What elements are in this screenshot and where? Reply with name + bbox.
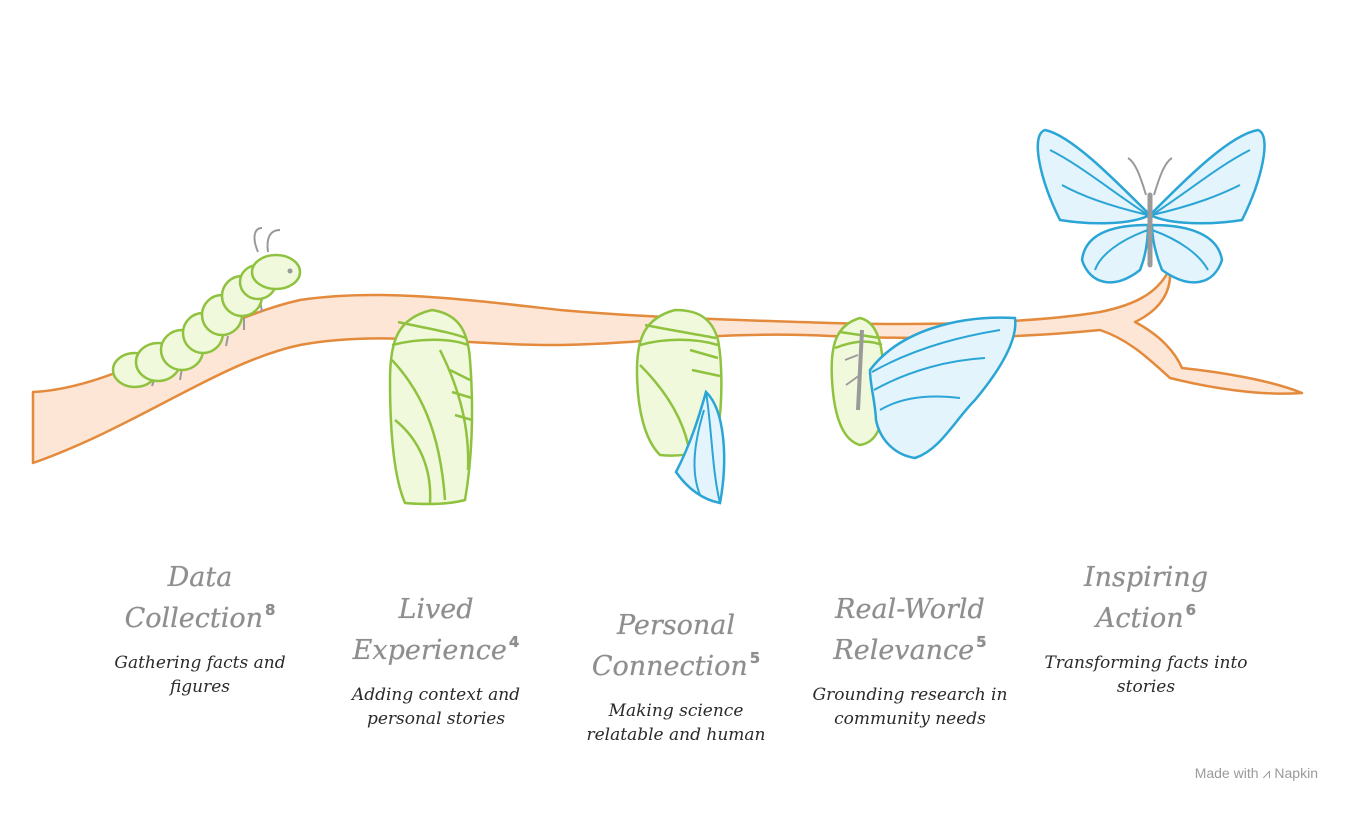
- stage-number: 4: [508, 633, 520, 651]
- cocoon-closed: [388, 308, 474, 506]
- cocoon-emerging: [635, 308, 726, 505]
- stage-number: 6: [1185, 601, 1197, 619]
- caterpillar: [111, 227, 302, 389]
- butterfly: [1036, 128, 1266, 284]
- stage-number: 5: [976, 633, 987, 651]
- stage-number: 8: [264, 601, 276, 619]
- footer-credit[interactable]: Made with⩘Napkin: [1195, 765, 1318, 782]
- napkin-icon: ⩘: [1262, 765, 1271, 781]
- made-with-label: Made with: [1194, 765, 1259, 781]
- branch: [31, 266, 1304, 465]
- stage-number: 5: [749, 649, 761, 667]
- butterfly-emerging: [830, 316, 1017, 460]
- brand-label: Napkin: [1274, 765, 1318, 781]
